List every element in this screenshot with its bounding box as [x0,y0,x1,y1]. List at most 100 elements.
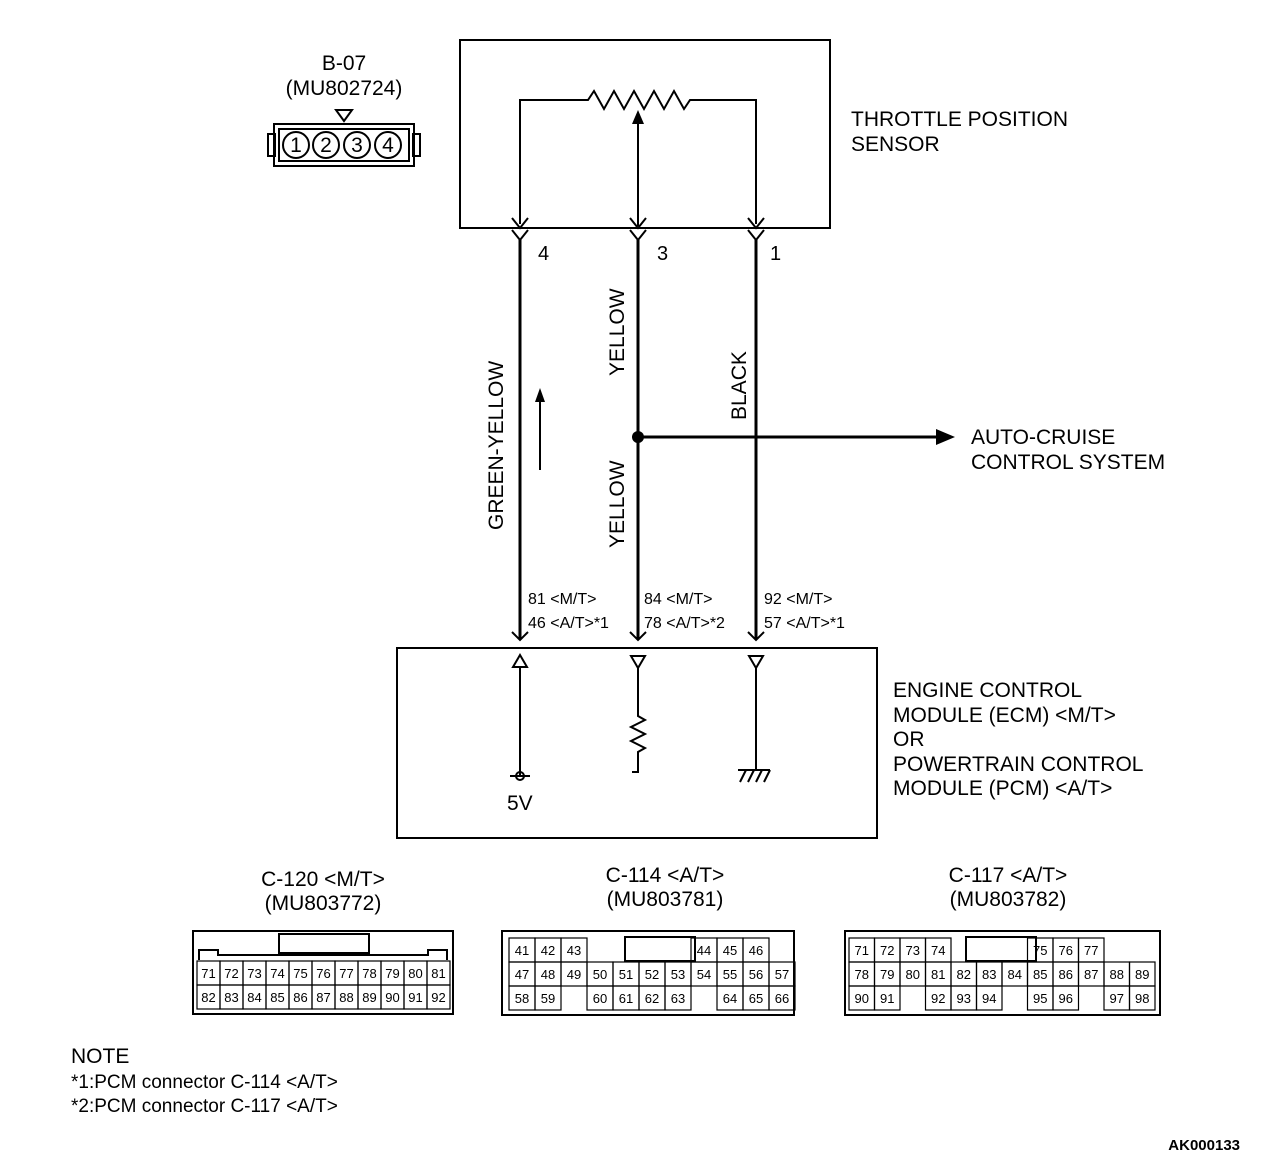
pin-number: 83 [982,967,996,982]
module-label-line5: MODULE (PCM) <A/T> [893,777,1112,800]
connector-b07-latch-left [267,133,276,157]
pin-number: 77 [1084,943,1098,958]
pin-number: 80 [408,966,422,981]
pin-number: 1 [290,134,302,157]
note-line2: *2:PCM connector C-117 <A/T> [71,1096,338,1117]
terminal-right-at: 57 <A/T>*1 [764,615,845,632]
branch-label-line1: AUTO-CRUISE [971,426,1115,449]
pin-number: 72 [880,943,894,958]
pin-number: 42 [541,943,555,958]
pin-number: 52 [645,967,659,982]
terminal-arrow-icon [747,217,765,230]
pin-number: 74 [270,966,284,981]
connector-c120-id: C-120 <M/T> [261,868,385,891]
pin-number: 72 [224,966,238,981]
connector-c114-part: (MU803781) [607,888,724,911]
module-label-line1: ENGINE CONTROL [893,679,1082,702]
module-label-line3: OR [893,728,925,751]
terminal-middle-at: 78 <A/T>*2 [644,615,725,632]
pin-number: 53 [671,967,685,982]
pin-cell [664,985,692,1011]
connector-c117-part: (MU803782) [950,888,1067,911]
terminal-middle-mt: 84 <M/T> [644,591,712,608]
pin-number: 59 [541,991,555,1006]
pin-number: 71 [201,966,215,981]
pin-number: 87 [316,990,330,1005]
pin-number: 65 [749,991,763,1006]
pin-number: 84 [247,990,261,1005]
pin-number: 73 [247,966,261,981]
note-line1: *1:PCM connector C-114 <A/T> [71,1072,338,1093]
pin-number: 3 [351,134,363,157]
pin-cell [768,985,796,1011]
pin-number: 46 [749,943,763,958]
connector-b07: B-07 (MU802724) 1 2 3 4 [267,52,421,167]
module-terminal-labels: 81 <M/T> 46 <A/T>*1 84 <M/T> 78 <A/T>*2 … [511,591,845,642]
pin-number: 43 [567,943,581,958]
pin-number: 41 [515,943,529,958]
pin-number: 44 [697,943,711,958]
pin-number: 76 [316,966,330,981]
pin-number: 88 [1110,967,1124,982]
pin-number: 78 [855,967,869,982]
input-triangle-icon [747,655,765,670]
pin-number: 51 [619,967,633,982]
pin-number: 80 [906,967,920,982]
pin-number: 95 [1033,991,1047,1006]
connector-c114-id: C-114 <A/T> [606,864,725,887]
signal-direction-arrow-icon [535,388,545,402]
terminal-left-mt: 81 <M/T> [528,591,596,608]
connector-c117-key [965,936,1037,962]
pin-number: 83 [224,990,238,1005]
module-label-line4: POWERTRAIN CONTROL [893,753,1143,776]
pin-number: 93 [957,991,971,1006]
connector-b07-latch-right [412,133,421,157]
pin-number: 76 [1059,943,1073,958]
resistor-icon [628,668,648,773]
wiper-arrow-icon [632,110,644,124]
pin-number: 81 [431,966,445,981]
pin-circle [282,131,310,159]
pin-number: 97 [1110,991,1124,1006]
connector-c120-housing [192,930,454,1015]
pin-cell [426,984,451,1010]
ground-icon [738,769,771,783]
pin-number: 94 [982,991,996,1006]
input-triangle-icon [629,655,647,670]
control-module: 5V ENGINE CONTROL MODULE (ECM) <M/T> OR … [396,647,1143,839]
wire-label-right: BLACK [728,351,751,420]
pin-number: 74 [931,943,945,958]
pin-number: 73 [906,943,920,958]
pin-number: 63 [671,991,685,1006]
pin-number: 82 [201,990,215,1005]
pin-number: 92 [931,991,945,1006]
connector-c120-key [278,933,370,954]
terminal-arrow-icon [629,229,647,242]
pin-number: 91 [880,991,894,1006]
terminal-arrow-icon [511,217,529,230]
branch-arrow-icon [936,429,955,445]
terminal-right-mt: 92 <M/T> [764,591,832,608]
potentiometer-resistor-icon [519,88,757,224]
pin-number: 47 [515,967,529,982]
wire-label-middle-lower: YELLOW [606,460,629,548]
sensor-pin-left: 4 [538,243,549,265]
sensor-label-line1: THROTTLE POSITION [851,108,1068,131]
terminal-arrow-icon [747,229,765,242]
connector-b07-id: B-07 [322,52,366,75]
pin-number: 49 [567,967,581,982]
connector-c114-housing [501,930,795,1016]
pin-number: 86 [1059,967,1073,982]
module-box [396,647,878,839]
pin-number: 79 [385,966,399,981]
pin-number: 55 [723,967,737,982]
pin-number: 71 [855,943,869,958]
pin-cell [534,985,562,1011]
pin-number: 45 [723,943,737,958]
pin-number: 75 [293,966,307,981]
pin-number: 77 [339,966,353,981]
pin-number: 48 [541,967,555,982]
